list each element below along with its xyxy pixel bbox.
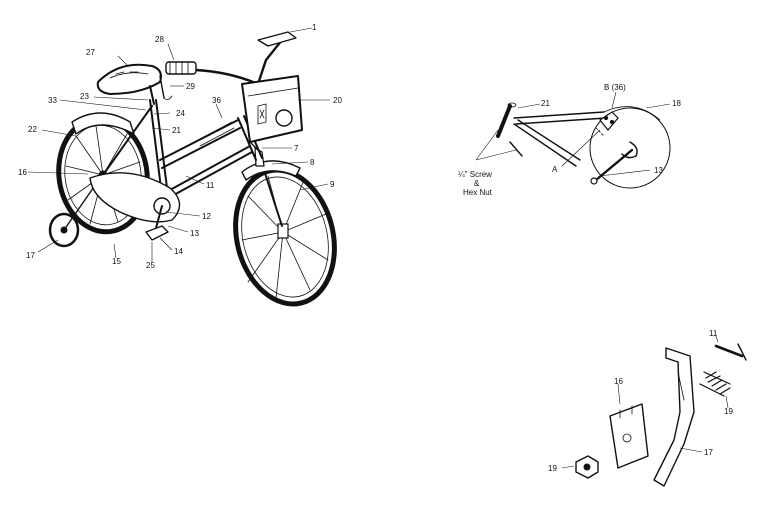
front-basket <box>241 75 303 151</box>
screw-nut-note: ¼" Screw & Hex Nut <box>458 170 493 197</box>
bracket-label-16: 16 <box>614 377 623 386</box>
training-wheel <box>48 183 97 248</box>
screw-note-line2: & <box>474 179 480 188</box>
bike-label-1: 1 <box>312 23 317 32</box>
bike-label-7: 7 <box>294 144 299 153</box>
guard-label-13: 13 <box>654 166 663 175</box>
guard-label-21: 21 <box>541 99 550 108</box>
bike-label-23: 23 <box>80 92 89 101</box>
chain-guard-detail: 21 B (36) 18 A 13 ¼" Screw & Hex Nut <box>458 83 681 197</box>
training-bracket-detail: 11 16 19 17 19 <box>548 329 747 487</box>
bike-label-15: 15 <box>112 257 121 266</box>
bike-label-8: 8 <box>310 158 315 167</box>
bike-label-17: 17 <box>26 251 35 260</box>
bike-part-numbers: 1 28 27 29 23 33 24 36 20 22 21 7 8 16 9… <box>18 23 342 270</box>
bike-label-13: 13 <box>190 229 199 238</box>
bike-label-20: 20 <box>333 96 342 105</box>
bike-label-9: 9 <box>330 180 335 189</box>
bike-label-12: 12 <box>202 212 211 221</box>
bike-label-29: 29 <box>186 82 195 91</box>
bike-label-33: 33 <box>48 96 57 105</box>
bracket-label-19-upper: 19 <box>724 407 733 416</box>
bike-label-16: 16 <box>18 168 27 177</box>
screw-note-line3: Hex Nut <box>463 188 493 197</box>
bicycle-assembly: 1 28 27 29 23 33 24 36 20 22 21 7 8 16 9… <box>18 23 342 307</box>
saddle <box>96 63 162 105</box>
bracket-label-11: 11 <box>709 329 718 338</box>
bike-label-14: 14 <box>174 247 183 256</box>
bike-label-11: 11 <box>206 181 215 190</box>
bike-label-24: 24 <box>176 109 185 118</box>
screw-note-line1: ¼" Screw <box>458 170 492 179</box>
bike-label-28: 28 <box>155 35 164 44</box>
guard-label-A: A <box>552 165 558 174</box>
handlebar <box>159 31 297 119</box>
bracket-label-17: 17 <box>704 448 713 457</box>
bike-label-36: 36 <box>212 96 221 105</box>
bike-label-25: 25 <box>146 261 155 270</box>
guard-label-B36: B (36) <box>604 83 626 92</box>
bike-label-21: 21 <box>172 126 181 135</box>
guard-label-18: 18 <box>672 99 681 108</box>
bike-label-22: 22 <box>28 125 37 134</box>
bracket-label-19-lower: 19 <box>548 464 557 473</box>
bike-label-27: 27 <box>86 48 95 57</box>
